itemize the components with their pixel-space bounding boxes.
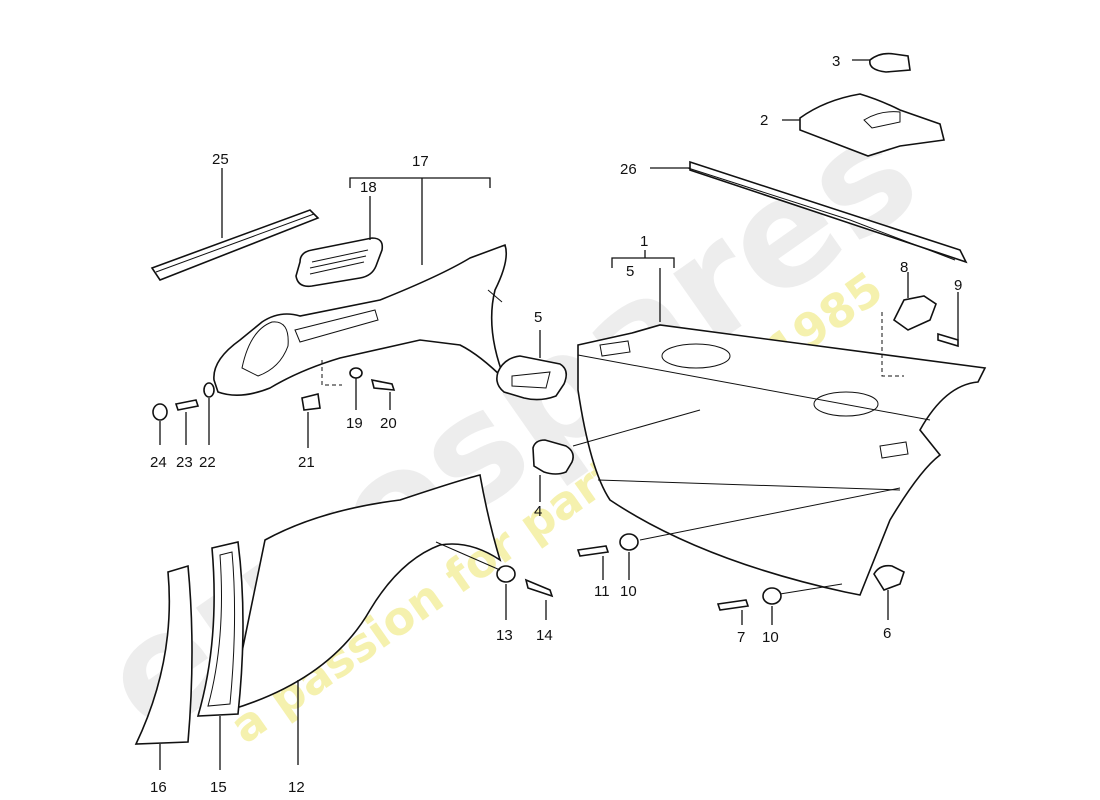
- callout-25: 25: [212, 151, 229, 168]
- callout-9: 9: [954, 277, 962, 294]
- part-18-vent-grille: [295, 196, 384, 288]
- callout-6: 6: [883, 625, 891, 642]
- part-1-rear-panel: [577, 250, 987, 596]
- part-8-9-bracket: [881, 272, 959, 377]
- callout-5a: 5: [534, 309, 542, 326]
- part-17-side-panel: [213, 177, 508, 396]
- callout-labels: 1 2 3 4 5 5 6 7 8 9 10 10 11 12 13 14 15…: [150, 53, 962, 796]
- part-6-clip: [873, 564, 905, 620]
- callout-11: 11: [594, 583, 610, 600]
- callout-3: 3: [832, 53, 840, 70]
- callout-14: 14: [536, 627, 553, 644]
- callout-19: 19: [346, 415, 363, 432]
- hardware-7-10-11: [576, 487, 901, 625]
- callout-2: 2: [760, 112, 768, 129]
- part-15-16-pillars: [134, 541, 244, 770]
- callout-16: 16: [150, 779, 167, 796]
- callout-18: 18: [360, 179, 377, 196]
- callout-15: 15: [210, 779, 227, 796]
- callout-12: 12: [288, 779, 305, 796]
- callout-10b: 10: [762, 629, 779, 646]
- callout-20: 20: [380, 415, 397, 432]
- callout-1: 1: [640, 233, 648, 250]
- part-25-trim-strip: [150, 168, 320, 281]
- callout-7: 7: [737, 629, 745, 646]
- callout-24: 24: [150, 454, 167, 471]
- callout-5b: 5: [626, 263, 634, 280]
- part-12-lower-trim: [228, 474, 502, 765]
- part-2-3-cover: [782, 52, 945, 157]
- hardware-13-14: [435, 541, 554, 620]
- callout-13: 13: [496, 627, 513, 644]
- callout-10a: 10: [620, 583, 637, 600]
- left-hardware: [152, 360, 396, 448]
- callout-22: 22: [199, 454, 216, 471]
- callout-26: 26: [620, 161, 637, 178]
- part-26-top-strip: [650, 160, 968, 264]
- callout-23: 23: [176, 454, 193, 471]
- callout-21: 21: [298, 454, 315, 471]
- callout-17: 17: [412, 153, 429, 170]
- callout-4: 4: [534, 503, 542, 520]
- part-5-handle: [496, 330, 701, 502]
- callout-8: 8: [900, 259, 908, 276]
